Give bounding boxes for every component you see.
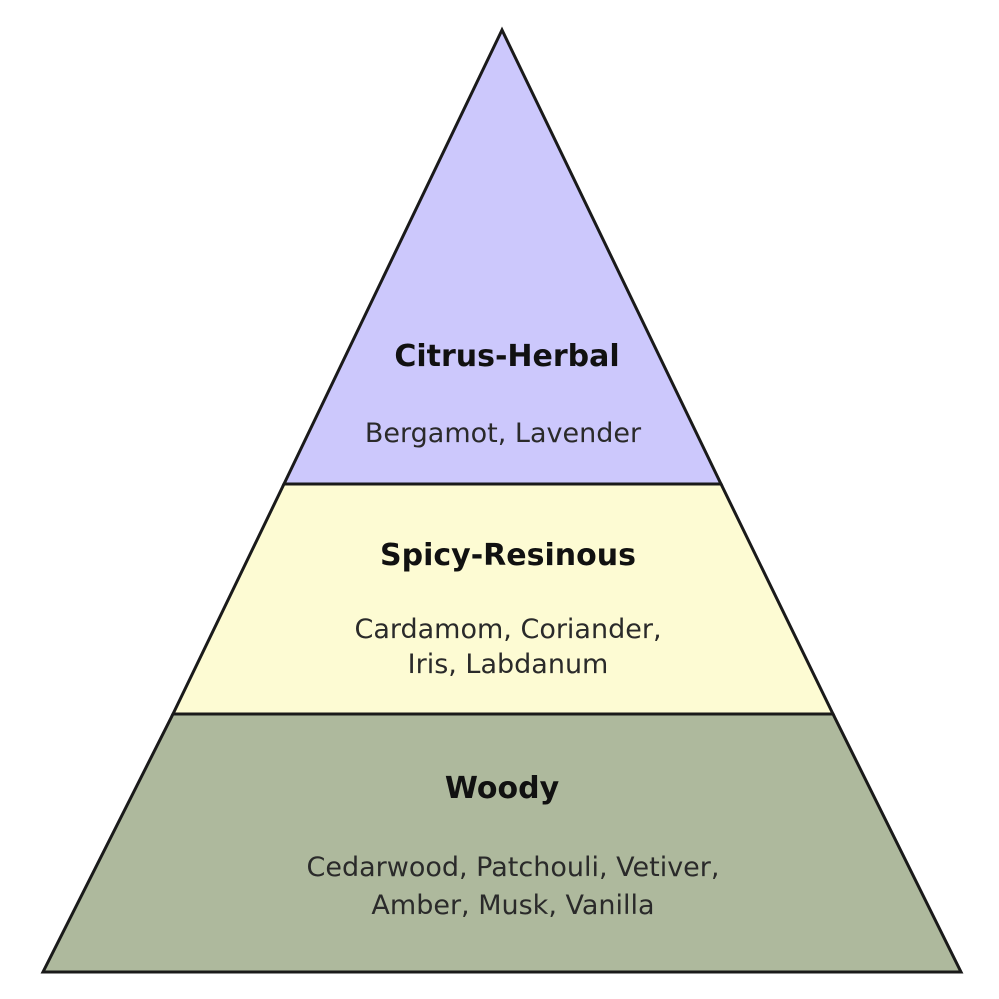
tier-top-notes-line-1: Bergamot, Lavender: [365, 418, 642, 449]
tier-bottom-notes-line-2: Amber, Musk, Vanilla: [371, 890, 654, 921]
tier-bottom-title: Woody: [445, 771, 560, 806]
tier-bottom-shape: [40, 712, 964, 974]
tier-top-title: Citrus-Herbal: [394, 339, 619, 374]
tier-top-shape: [281, 26, 724, 486]
tier-middle-title: Spicy-Resinous: [380, 538, 636, 573]
tier-middle-notes-line-2: Iris, Labdanum: [408, 649, 609, 680]
tier-bottom-notes-line-1: Cedarwood, Patchouli, Vetiver,: [307, 852, 720, 883]
tier-middle-notes-line-1: Cardamom, Coriander,: [354, 614, 661, 645]
